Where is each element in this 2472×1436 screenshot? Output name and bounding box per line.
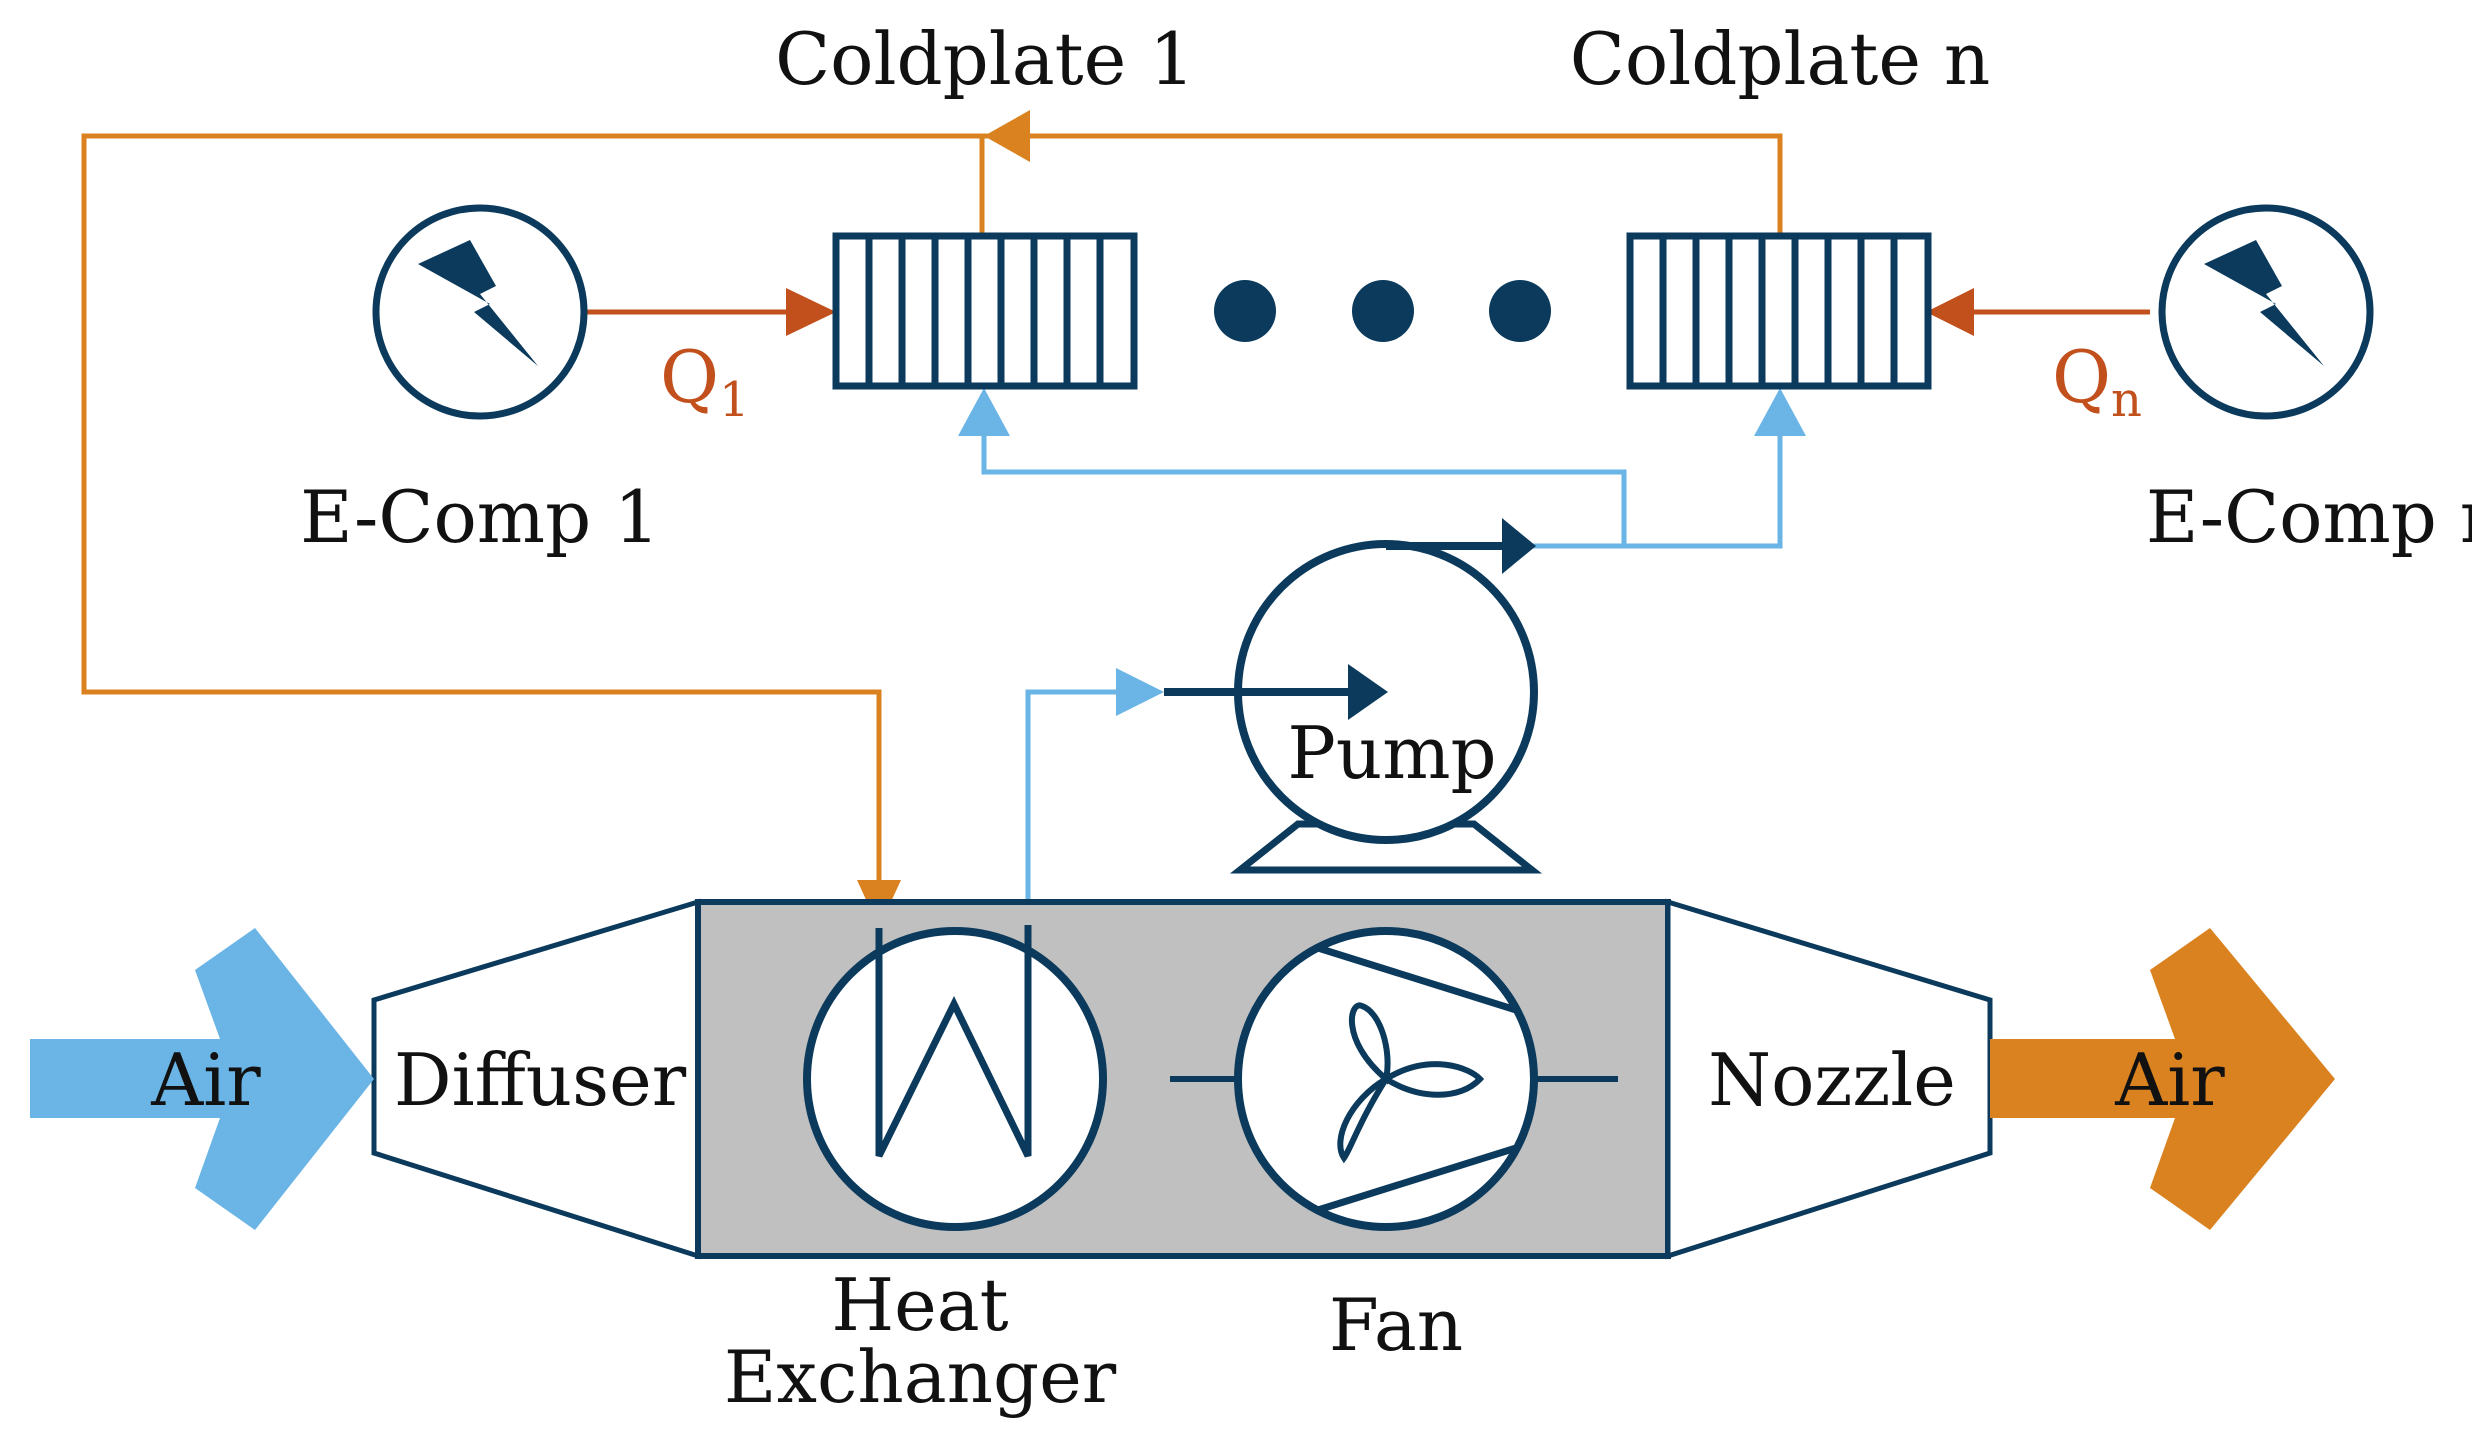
- ecomp-n-label: E-Comp n: [2146, 475, 2472, 559]
- hot-loop-line: [979, 133, 1783, 236]
- lightning-bolt-icon: [418, 240, 538, 366]
- heat-flow-arrows: [586, 288, 2150, 336]
- coldplate-n-label: Coldplate n: [1570, 17, 1990, 101]
- hot-return-line: [81, 133, 982, 880]
- hot-coolant-loop: [81, 133, 1783, 880]
- heat-flow-arrowhead-n: [1926, 288, 1974, 336]
- fan-icon: [1234, 927, 1538, 1231]
- air-outlet-arrow: [1990, 928, 2335, 1230]
- heat-exchanger-label-line2: Exchanger: [724, 1335, 1117, 1419]
- pump-inlet-arrowhead: [1348, 664, 1388, 720]
- q1-subscript: 1: [719, 372, 750, 428]
- q1-label: Q1: [660, 335, 750, 428]
- ecomp-n: [2158, 204, 2374, 420]
- cold-arrowhead-coldplate-n: [1754, 388, 1806, 436]
- pump-label: Pump: [1287, 711, 1496, 795]
- cold-loop-line-1: [981, 430, 1627, 549]
- fan-housing-line-top: [1316, 944, 1518, 1014]
- cold-hx-outlet-line: [1025, 689, 1120, 925]
- qn-label: Qn: [2052, 335, 2142, 428]
- diffuser-label: Diffuser: [394, 1038, 687, 1122]
- hot-loop-arrowhead: [984, 110, 1030, 162]
- heat-exchanger-icon: [803, 925, 1107, 1231]
- air-outlet-label: Air: [2114, 1038, 2225, 1122]
- fan-label: Fan: [1329, 1283, 1463, 1367]
- coldplate-n: [1626, 232, 1932, 390]
- cold-arrowhead-pump-inlet: [1116, 668, 1164, 716]
- coldplate-1-label: Coldplate 1: [775, 17, 1195, 101]
- heat-exchanger-coil: [875, 925, 1032, 1158]
- pump-base: [1229, 820, 1543, 874]
- q1-main: Q: [660, 335, 719, 419]
- heat-flow-arrowhead-1: [786, 288, 836, 336]
- qn-subscript: n: [2111, 372, 2142, 428]
- ecomp-1-label: E-Comp 1: [300, 475, 660, 559]
- nozzle-label: Nozzle: [1708, 1038, 1956, 1122]
- lightning-bolt-icon: [2204, 240, 2324, 366]
- ecomp-1: [372, 204, 588, 420]
- cold-loop-line-n: [1624, 430, 1783, 549]
- heat-exchanger-label-line1: Heat: [831, 1263, 1008, 1347]
- air-inlet-arrow: [30, 928, 374, 1230]
- fan-housing-line-bottom: [1316, 1144, 1518, 1214]
- cold-coolant-loop: [981, 430, 1783, 925]
- ellipsis-dots: [1214, 280, 1551, 342]
- qn-main: Q: [2052, 335, 2111, 419]
- pump-icon: [1164, 518, 1543, 874]
- nozzle: [1665, 898, 1993, 1260]
- cold-arrowhead-coldplate-1: [958, 388, 1010, 436]
- pump-outlet-arrowhead: [1502, 518, 1536, 574]
- air-inlet-label: Air: [150, 1038, 261, 1122]
- fan-blades: [1337, 1002, 1485, 1164]
- coldplate-1: [832, 232, 1138, 390]
